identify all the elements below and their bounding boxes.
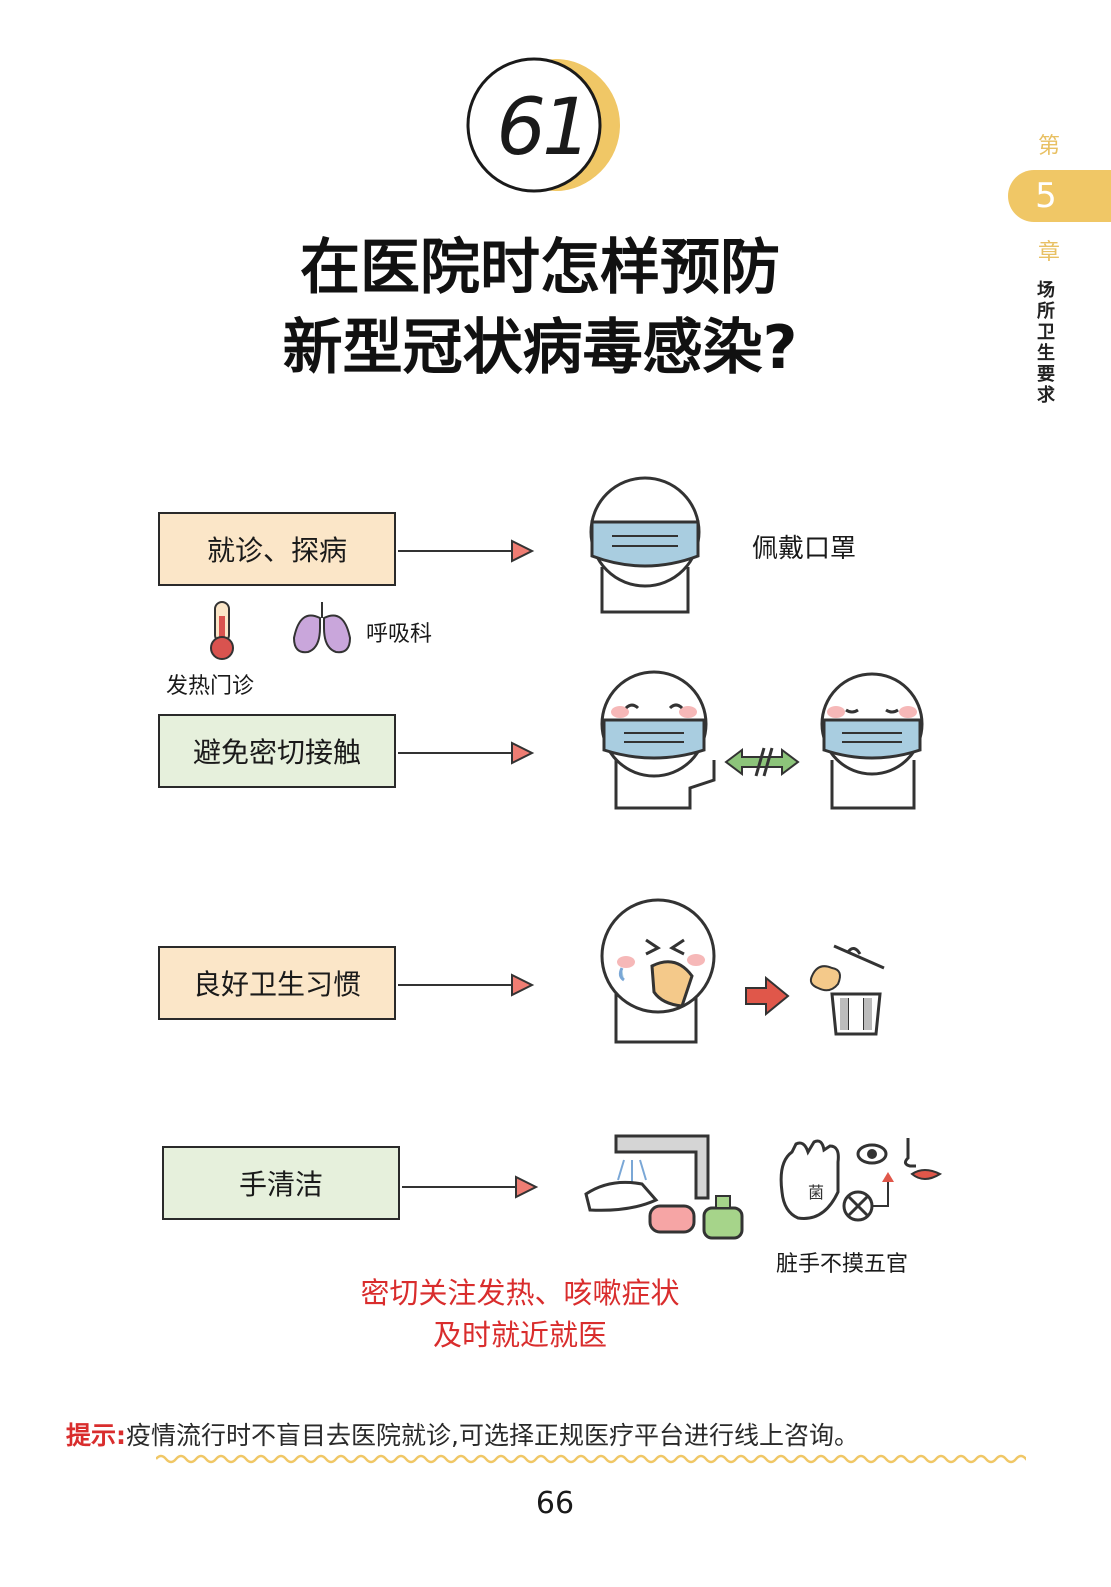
symptom-note-line1: 密切关注发热、咳嗽症状 — [360, 1276, 680, 1310]
chapter-suffix: 章 — [1037, 240, 1060, 265]
arrow-icon — [402, 1175, 539, 1199]
box-avoid-contact: 避免密切接触 — [158, 714, 396, 788]
chapter-number-badge — [466, 57, 620, 193]
dirty-hand-no-touch-icon: 菌 — [779, 1138, 943, 1222]
svg-text:菌: 菌 — [808, 1183, 824, 1202]
mask-person-icon — [600, 670, 716, 810]
item-number: 61 — [496, 83, 591, 173]
mask-person-icon — [589, 476, 701, 614]
trash-bin-icon — [809, 944, 885, 1036]
page-number: 66 — [535, 1486, 575, 1521]
caption-no-touch-face: 脏手不摸五官 — [776, 1252, 909, 1277]
next-step-arrow-icon — [745, 976, 790, 1016]
box-visit: 就诊、探病 — [158, 512, 396, 586]
thermometer-icon — [210, 601, 234, 660]
box-hygiene-habits: 良好卫生习惯 — [158, 946, 396, 1020]
label-fever-clinic: 发热门诊 — [166, 674, 255, 699]
lungs-icon — [292, 602, 352, 654]
mask-person-icon — [820, 672, 924, 810]
hand-washing-icon — [584, 1134, 744, 1240]
box-hand-cleaning: 手清洁 — [162, 1146, 400, 1220]
wavy-underline — [156, 1454, 1026, 1464]
sneezing-person-icon — [600, 898, 716, 1044]
chapter-number: 5 — [1035, 176, 1057, 216]
caption-wear-mask: 佩戴口罩 — [752, 534, 857, 564]
no-contact-arrow-icon — [724, 747, 800, 777]
tip-row: 提示:疫情流行时不盲目去医院就诊,可选择正规医疗平台进行线上咨询。 — [66, 1416, 1046, 1452]
symptom-note-line2: 及时就近就医 — [432, 1318, 607, 1352]
tip-label: 提示: — [66, 1421, 126, 1450]
arrow-icon — [398, 741, 535, 765]
chapter-tab — [1008, 170, 1111, 222]
page-title-line2: 新型冠状病毒感染? — [282, 313, 798, 383]
chapter-prefix: 第 — [1037, 134, 1060, 159]
tip-text: 疫情流行时不盲目去医院就诊,可选择正规医疗平台进行线上咨询。 — [126, 1421, 859, 1450]
arrow-icon — [398, 973, 535, 997]
label-respiratory: 呼吸科 — [366, 622, 433, 647]
chapter-section-title: 场所卫生要求 — [1037, 280, 1055, 406]
page-title-line1: 在医院时怎样预防 — [300, 233, 780, 303]
arrow-icon — [398, 539, 535, 563]
